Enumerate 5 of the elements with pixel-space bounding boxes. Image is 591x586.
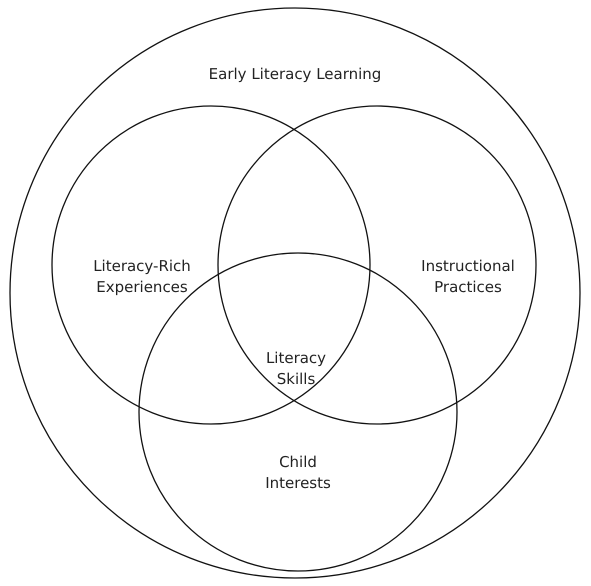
circle-label: Literacy-Rich Experiences bbox=[92, 256, 192, 298]
circle-label: Child Interests bbox=[264, 452, 332, 494]
circle-label: Instructional Practices bbox=[420, 256, 516, 298]
overlap-label: Literacy Skills bbox=[264, 348, 328, 390]
circle-label: Early Literacy Learning bbox=[208, 64, 382, 85]
